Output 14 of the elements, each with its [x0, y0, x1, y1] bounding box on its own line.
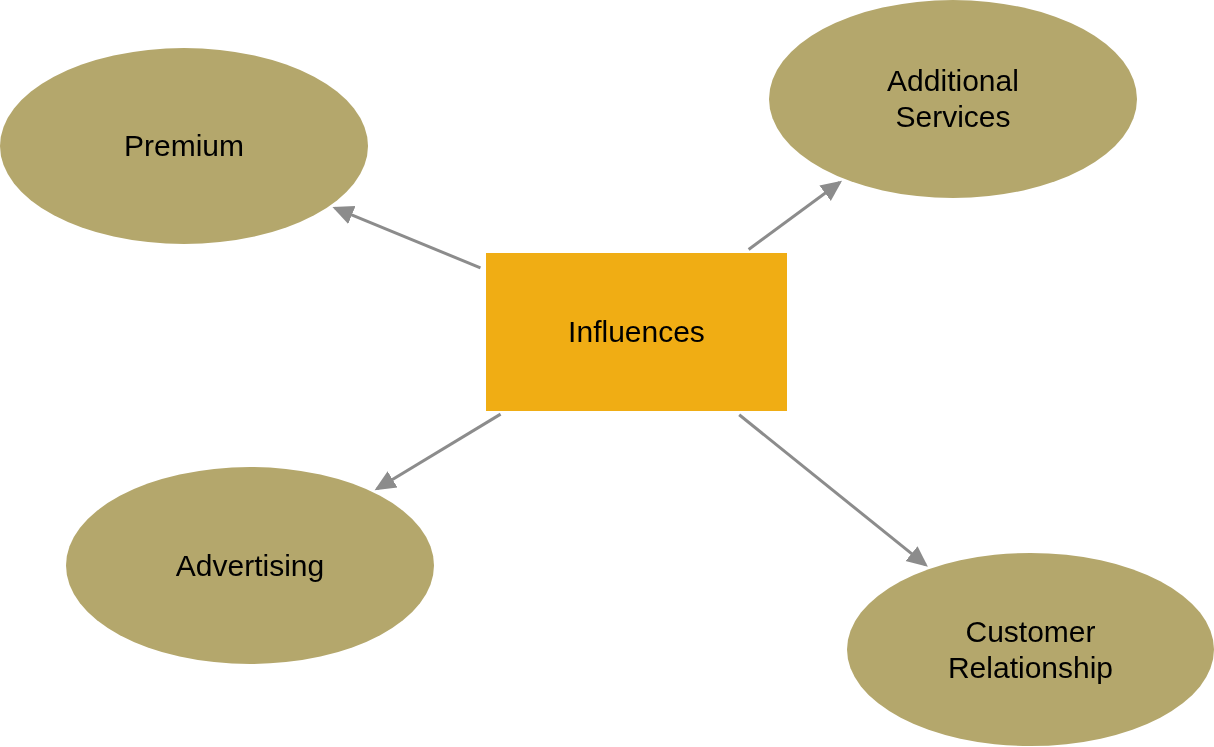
arrow [738, 413, 928, 567]
node-label: Influences [568, 314, 705, 350]
node-label: Advertising [175, 547, 325, 584]
ellipse-node [847, 553, 1214, 746]
node-label: Customer Relationship [946, 613, 1115, 686]
node-label: Premium [124, 128, 244, 164]
process-box [486, 253, 787, 411]
arrow [747, 180, 842, 251]
ellipse-node [66, 467, 434, 664]
ellipse-node [769, 0, 1137, 198]
ellipse-node [0, 48, 368, 244]
node-label: Additional Services [886, 63, 1020, 135]
arrow [332, 206, 482, 270]
arrow [374, 412, 502, 491]
